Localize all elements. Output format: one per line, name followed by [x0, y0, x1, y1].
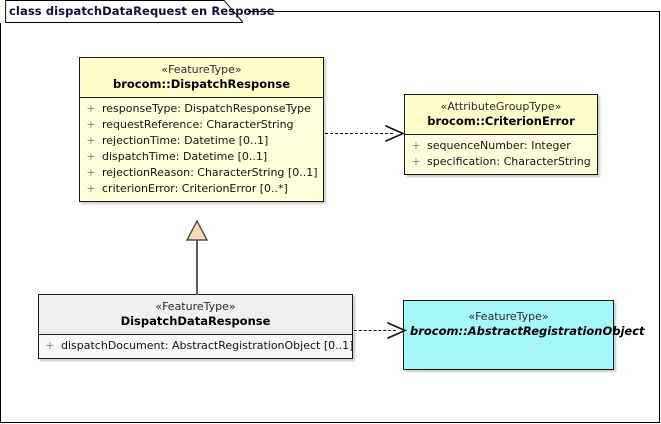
class-box-criterion-error[interactable]: «AttributeGroupType» brocom::CriterionEr…	[404, 94, 598, 175]
visibility-marker: +	[86, 182, 96, 195]
class-name-label: DispatchDataResponse	[120, 314, 271, 328]
title-tab-outline	[5, 0, 243, 23]
compartment-divider	[39, 334, 352, 335]
attribute-row: + rejectionReason: CharacterString [0..1…	[80, 165, 323, 181]
class-header-dispatch-response: «FeatureType» brocom::DispatchResponse	[80, 58, 323, 97]
attribute-label: specification: CharacterString	[427, 155, 591, 168]
visibility-marker: +	[86, 102, 96, 115]
visibility-marker: +	[45, 339, 55, 352]
class-name-label: brocom::AbstractRegistrationObject	[410, 324, 645, 338]
attribute-row: + dispatchTime: Datetime [0..1]	[80, 149, 323, 165]
visibility-marker: +	[411, 155, 421, 168]
attribute-label: dispatchTime: Datetime [0..1]	[102, 150, 268, 163]
attribute-row: + specification: CharacterString	[405, 154, 597, 170]
class-header-criterion-error: «AttributeGroupType» brocom::CriterionEr…	[405, 95, 597, 134]
attribute-label: dispatchDocument: AbstractRegistrationOb…	[61, 339, 354, 352]
generalization-triangle-icon	[186, 220, 208, 241]
attribute-label: responseType: DispatchResponseType	[102, 102, 311, 115]
compartment-divider	[405, 134, 597, 135]
attributes-compartment-dispatch-response: + responseType: DispatchResponseType + r…	[80, 98, 323, 201]
dependency-line-dispatchresponse-criterionerror[interactable]	[325, 133, 393, 134]
attribute-row: + rejectionTime: Datetime [0..1]	[80, 133, 323, 149]
attribute-label: criterionError: CriterionError [0..*]	[102, 182, 288, 195]
stereotype-label: «FeatureType»	[155, 300, 236, 313]
open-arrowhead-icon	[387, 322, 407, 339]
visibility-marker: +	[86, 134, 96, 147]
attribute-label: rejectionReason: CharacterString [0..1]	[102, 166, 318, 179]
attribute-row: + dispatchDocument: AbstractRegistration…	[39, 338, 354, 354]
open-arrowhead-icon	[385, 125, 405, 142]
visibility-marker: +	[86, 166, 96, 179]
class-name-label: brocom::CriterionError	[427, 114, 575, 128]
page-title: class dispatchDataRequest en Response	[9, 4, 275, 18]
class-name-label: brocom::DispatchResponse	[113, 77, 290, 91]
attributes-compartment-criterion-error: + sequenceNumber: Integer + specificatio…	[405, 135, 597, 174]
class-box-dispatch-response[interactable]: «FeatureType» brocom::DispatchResponse +…	[79, 57, 324, 202]
attribute-label: requestReference: CharacterString	[102, 118, 294, 131]
visibility-marker: +	[86, 150, 96, 163]
stereotype-label: «AttributeGroupType»	[440, 100, 562, 113]
dependency-line-dispatchdataresponse-abstractregistrationobject[interactable]	[354, 330, 396, 331]
generalization-line-dispatchdataresponse-dispatchresponse[interactable]	[196, 239, 198, 295]
attribute-row: + criterionError: CriterionError [0..*]	[80, 181, 323, 197]
attribute-row: + sequenceNumber: Integer	[405, 138, 597, 154]
attribute-label: sequenceNumber: Integer	[427, 139, 571, 152]
class-box-abstract-registration-object[interactable]: «FeatureType» brocom::AbstractRegistrati…	[403, 300, 645, 370]
attribute-row: + responseType: DispatchResponseType	[80, 101, 323, 117]
class-box-dispatch-data-response[interactable]: «FeatureType» DispatchDataResponse + dis…	[38, 294, 353, 359]
compartment-divider	[80, 97, 323, 98]
stereotype-label: «FeatureType»	[468, 310, 549, 323]
diagram-title-tab[interactable]: class dispatchDataRequest en Response	[0, 0, 275, 23]
visibility-marker: +	[86, 118, 96, 131]
class-header-abstract-registration-object: «FeatureType» brocom::AbstractRegistrati…	[404, 301, 645, 348]
attribute-row: + requestReference: CharacterString	[80, 117, 323, 133]
class-header-dispatch-data-response: «FeatureType» DispatchDataResponse	[39, 295, 352, 334]
stereotype-label: «FeatureType»	[161, 63, 242, 76]
attribute-label: rejectionTime: Datetime [0..1]	[102, 134, 269, 147]
visibility-marker: +	[411, 139, 421, 152]
attributes-compartment-dispatch-data-response: + dispatchDocument: AbstractRegistration…	[39, 335, 354, 358]
